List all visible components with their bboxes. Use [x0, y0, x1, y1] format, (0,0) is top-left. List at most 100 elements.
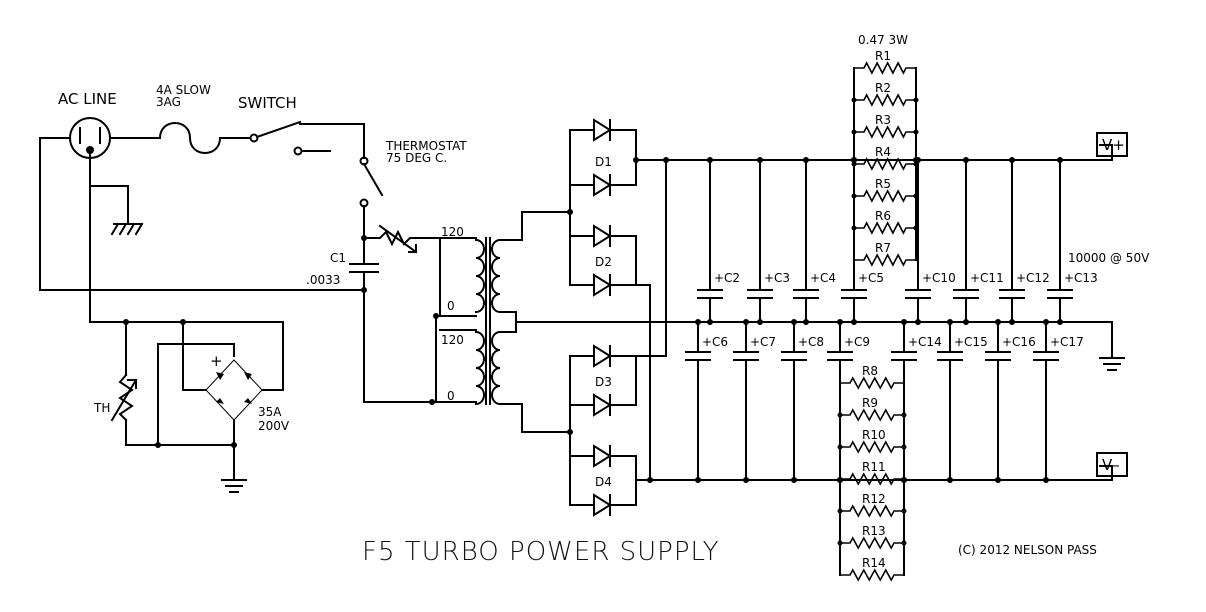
thermistor-th-icon [110, 373, 138, 422]
c1-value: .0033 [306, 273, 340, 287]
diode-icon [593, 344, 612, 368]
diode-label: D1 [595, 155, 612, 169]
capacitor-label: +C6 [702, 335, 728, 349]
diode-icon [593, 173, 612, 197]
capacitor-label: +C13 [1064, 271, 1098, 285]
resistor-icon: R1 [853, 49, 917, 75]
diode-pair-1: D1 [569, 118, 637, 197]
capacitor-icon: +C2 [697, 157, 740, 325]
resistor-value-label: 0.47 3W [858, 33, 908, 47]
c1-label: C1 [330, 251, 346, 265]
ground-rail [499, 311, 1113, 323]
capacitor-icon: +C10 [905, 157, 956, 325]
fuse-rating-2: 3AG [156, 95, 181, 109]
capacitor-label: +C11 [970, 271, 1004, 285]
capacitor-icon: +C11 [953, 157, 1004, 325]
vplus-label: V+ [1102, 136, 1125, 154]
thermostat-icon [362, 162, 384, 197]
bridge-plus: + [210, 352, 223, 370]
resistor-icon: R14 [839, 556, 905, 582]
capacitor-label: +C10 [922, 271, 956, 285]
capacitor-label: +C8 [798, 335, 824, 349]
vminus-terminal: V– [1096, 452, 1128, 477]
primary-bottom-zero-tap: 0 [447, 389, 455, 403]
diode-icon [593, 493, 612, 517]
fuse-icon [158, 122, 222, 154]
resistor-label: R13 [862, 524, 886, 538]
diode-label: D4 [595, 475, 612, 489]
resistor-label: R6 [875, 209, 891, 223]
resistor-label: R5 [875, 177, 891, 191]
resistor-icon: R8 [839, 364, 905, 390]
resistor-icon: R10 [839, 428, 905, 454]
primary-top-zero-tap: 0 [447, 299, 455, 313]
capacitor-icon: +C4 [793, 157, 836, 325]
diode-pair-2: D2 [569, 224, 637, 297]
capacitor-label: +C5 [858, 271, 884, 285]
capacitor-label: +C12 [1016, 271, 1050, 285]
resistor-icon: R2 [853, 81, 917, 107]
primary-bottom-tap: 120 [441, 333, 464, 347]
capacitor-label: +C9 [844, 335, 870, 349]
resistor-icon: R3 [853, 113, 917, 139]
diode-icon [593, 393, 612, 417]
resistor-icon: R12 [839, 492, 905, 518]
primary-wiring [363, 237, 441, 403]
capacitor-icon: +C15 [937, 319, 988, 483]
bridge-rating-1: 35A [258, 405, 282, 419]
capacitor-label: +C2 [714, 271, 740, 285]
resistor-icon: R6 [853, 209, 917, 235]
neutral-wire [39, 137, 366, 291]
thermostat-label-1: THERMOSTAT [385, 139, 467, 153]
switch-label: SWITCH [238, 94, 297, 112]
transformer-icon [435, 237, 502, 406]
resistor-label: R12 [862, 492, 886, 506]
resistor-icon: R11 [839, 460, 905, 486]
fuse-rating-1: 4A SLOW [156, 83, 211, 97]
diode-icon [593, 224, 612, 248]
resistor-label: R11 [862, 460, 886, 474]
resistor-label: R3 [875, 113, 891, 127]
chassis-ground-icon [110, 222, 144, 236]
diode-pair-4: D4 [569, 444, 637, 517]
ac-inlet [59, 117, 121, 159]
capacitor-icon: +C3 [747, 157, 790, 325]
ac-line-label: AC LINE [58, 90, 117, 108]
diode-icon [593, 444, 612, 468]
resistor-label: R4 [875, 145, 891, 159]
thermostat-label-2: 75 DEG C. [386, 151, 447, 165]
capacitor-value-label: 10000 @ 50V [1068, 251, 1150, 265]
resistor-icon: R9 [839, 396, 905, 422]
th-label: TH [93, 401, 110, 415]
copyright-label: (C) 2012 NELSON PASS [958, 543, 1097, 557]
capacitor-label: +C4 [810, 271, 836, 285]
resistor-label: R1 [875, 49, 891, 63]
switch-contact [249, 133, 259, 143]
bridge-rating-2: 200V [258, 419, 290, 433]
resistor-label: R9 [862, 396, 878, 410]
vplus-terminal: V+ [1096, 132, 1128, 157]
resistor-icon: R4 [853, 145, 917, 171]
capacitor-icon: +C8 [781, 319, 824, 483]
capacitor-icon: +C12 [999, 157, 1050, 325]
resistor-icon: R13 [839, 524, 905, 550]
resistor-label: R2 [875, 81, 891, 95]
primary-top-tap: 120 [441, 225, 464, 239]
capacitor-label: +C15 [954, 335, 988, 349]
filter-capacitors: +C2+C3+C4+C5+C10+C11+C12+C13+C6+C7+C8+C9… [685, 157, 1098, 483]
capacitor-label: +C17 [1050, 335, 1084, 349]
diode-label: D3 [595, 375, 612, 389]
resistor-label: R10 [862, 428, 886, 442]
capacitor-icon: +C16 [985, 319, 1036, 483]
resistor-label: R7 [875, 241, 891, 255]
capacitor-icon: +C17 [1033, 319, 1084, 483]
resistor-label: R8 [862, 364, 878, 378]
output-ground-icon [1099, 357, 1125, 371]
diode-icon [593, 118, 612, 142]
resistor-icon: R5 [853, 177, 917, 203]
ground-lift-wire [89, 185, 284, 323]
ground-icon [221, 479, 247, 493]
